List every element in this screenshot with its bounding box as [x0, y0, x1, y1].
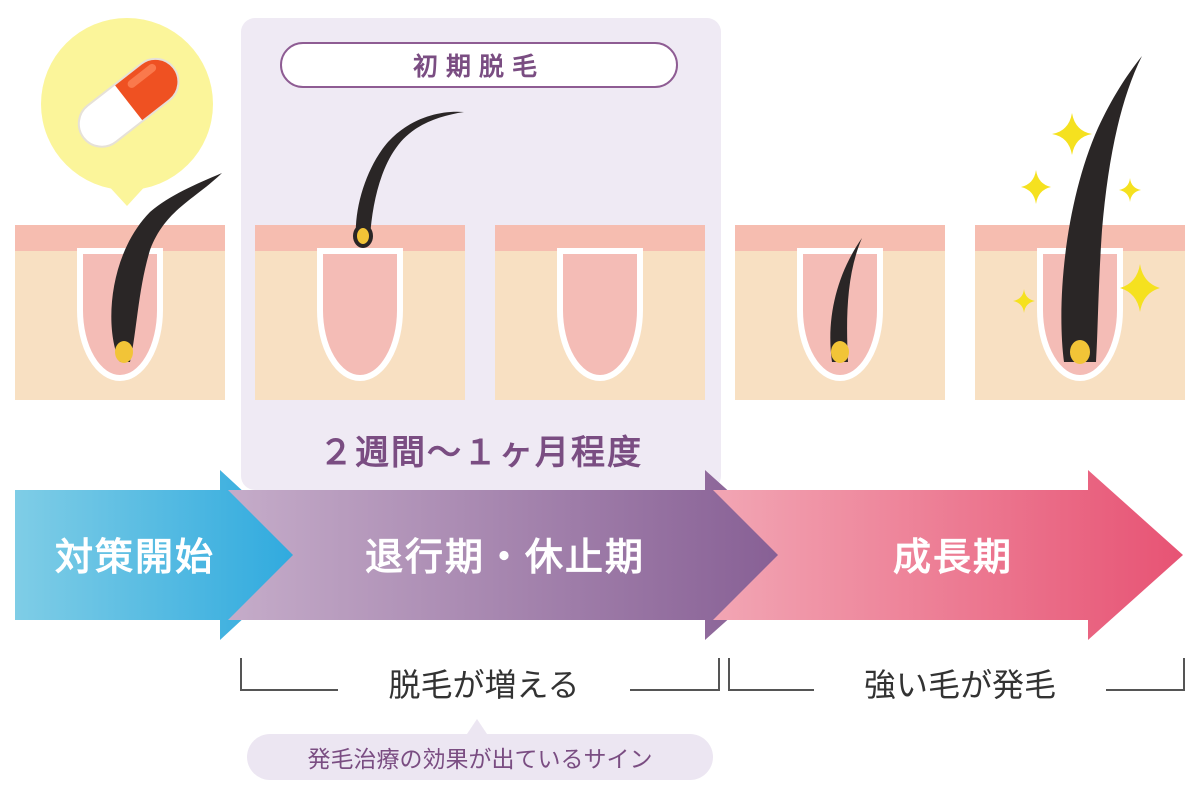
arrow-label-regression: 退行期・休止期: [364, 535, 645, 579]
note-pointer: [467, 719, 487, 734]
sparkle-icon: [1013, 289, 1035, 313]
strong-hair-strand: [1061, 56, 1142, 362]
arrow-label-growth: 成長期: [892, 535, 1013, 579]
shedding-hair-strand: [355, 111, 464, 238]
sparkle-icon: [1052, 113, 1092, 155]
arrow-growth: [713, 470, 1183, 640]
capsule-icon: [77, 57, 180, 148]
initial-shedding-pill: 初期脱毛: [280, 42, 678, 88]
bracket-label-growth: 強い毛が発毛: [814, 660, 1106, 710]
skin-panel-2: [255, 111, 465, 400]
sparkle-icon: [1021, 170, 1051, 204]
new-hair-strand: [830, 238, 862, 362]
skin-panels: [15, 56, 1185, 400]
hair-bulb: [357, 228, 369, 244]
bracket-label-shedding: 脱毛が増える: [338, 660, 630, 710]
skin-panel-3: [495, 225, 705, 400]
duration-label: ２週間〜１ヶ月程度: [319, 433, 643, 473]
phase-arrows: [15, 470, 1183, 640]
arrow-regression: [228, 470, 800, 640]
arrow-start: [15, 470, 312, 640]
sparkle-icon: [1120, 264, 1160, 312]
sparkle-icon: [1119, 178, 1141, 202]
hair-bulb: [1070, 340, 1090, 364]
hair-bulb: [115, 341, 133, 363]
treatment-sign-note: 発毛治療の効果が出ているサイン: [247, 734, 713, 780]
sparkles: [1013, 113, 1160, 313]
hair-bulb: [831, 341, 849, 363]
skin-panel-4: [735, 225, 945, 400]
skin-panel-1: [15, 173, 225, 400]
skin-panel-5: [975, 56, 1185, 400]
arrow-label-start: 対策開始: [54, 535, 215, 579]
